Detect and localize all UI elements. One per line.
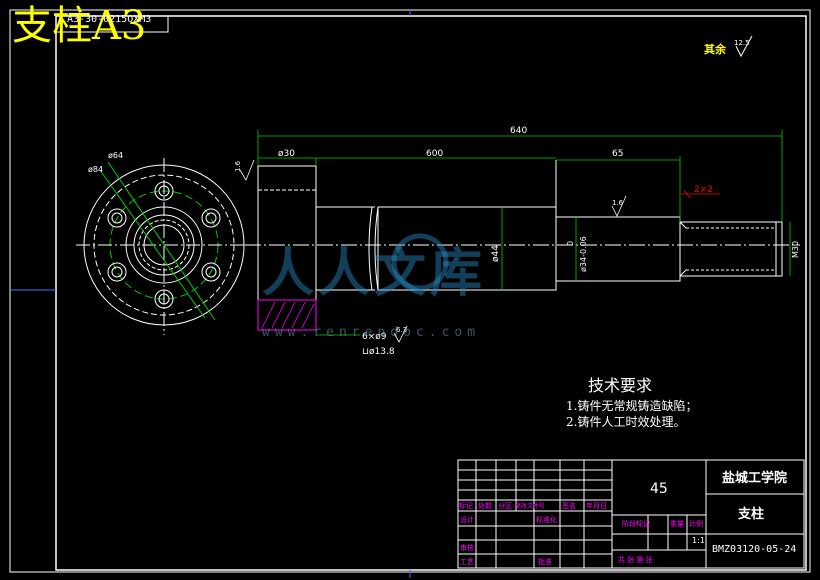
title-block-grid: [457, 459, 805, 569]
rough-16-a: 1.6: [234, 160, 242, 172]
flange-view: [76, 158, 252, 335]
tb-row-3: 工艺: [460, 558, 474, 566]
title-block-material: 45: [650, 481, 668, 497]
tb-rh-2: 比例: [689, 519, 703, 528]
dim-chamfer: 2×2: [694, 185, 713, 195]
tb-sheets: 共 张 第 张: [618, 555, 653, 564]
roughness-symbol: [735, 35, 753, 58]
title-block-part-name: 支柱: [738, 507, 765, 522]
dim-body-dia: ø44: [491, 245, 501, 262]
tech-req-item: 1.铸件无常规铸造缺陷；: [566, 399, 698, 413]
inner-border: [55, 15, 807, 571]
tb-rh-0: 阶段标记: [622, 519, 650, 528]
tb-header-0: 标记: [459, 501, 473, 510]
tech-req-title: 技术要求: [588, 376, 653, 395]
tb-header-4: 签名: [562, 501, 576, 510]
dim-counterbore: ⊔ø13.8: [362, 347, 395, 357]
code-box: [55, 15, 169, 33]
dim-outer-dia: ø84: [88, 165, 103, 174]
rough-63: 6.3: [396, 326, 407, 334]
sheet-title: 支柱A3: [12, 3, 147, 49]
rough-16-b: 1.6: [612, 199, 624, 207]
chamfer-mark: [680, 189, 720, 199]
tb-rh-1: 重量: [670, 520, 684, 528]
tb-row-2: 审核: [460, 543, 474, 552]
tb-header-5: 年月日: [586, 501, 607, 510]
watermark-text: 人人文库: [262, 243, 487, 304]
dim-step-length: 65: [612, 149, 623, 159]
title-block-school: 盐城工学院: [722, 471, 788, 486]
dim-total-length: 640: [510, 126, 527, 136]
drawing-code: A3-30-0215OXM3: [67, 14, 152, 25]
tb-row-1: 标准化: [536, 515, 557, 524]
roughness-value: 12.5: [734, 39, 750, 47]
roughness-label: 其余: [704, 43, 726, 56]
watermark-url: www.renrendoc.com: [262, 325, 481, 340]
tb-header-3: 更改文件号: [515, 502, 545, 510]
dim-holes: 6×ø9: [362, 332, 387, 342]
dimension-lines: [257, 130, 791, 336]
dim-thread: M30: [791, 241, 800, 258]
tb-header-1: 处数: [478, 501, 492, 510]
shaft-view: [245, 160, 800, 331]
watermark-ring: [391, 233, 449, 291]
dim-bolt-circle: ø64: [108, 151, 123, 160]
tb-header-2: 分区: [498, 501, 512, 510]
rough-marks: [239, 159, 627, 343]
zone-ticks: [10, 10, 411, 578]
dim-shaft-length: 600: [426, 149, 443, 159]
tech-req-item: 2.铸件人工时效处理。: [566, 415, 686, 429]
dim-head-dia: ø30: [278, 149, 295, 159]
tb-row-4: 批准: [538, 557, 552, 566]
title-block-scale: 1:1: [692, 536, 705, 545]
title-block-headers: 标记 处数 分区 更改文件号 签名 年月日 设计 标准化 审核 工艺 批准 阶段…: [459, 501, 703, 566]
title-block-code: BMZ03120-05-24: [712, 544, 797, 555]
dim-neck-tol: 0: [566, 241, 575, 246]
tb-row-0: 设计: [460, 515, 474, 524]
dim-neck-dia: ø34-0.06: [579, 236, 588, 272]
